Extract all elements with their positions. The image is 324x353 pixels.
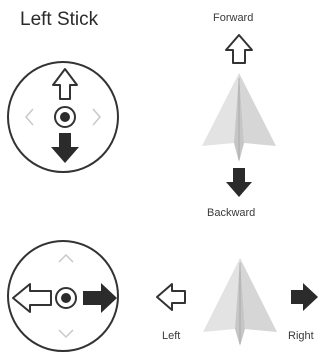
- label-left: Left: [162, 330, 180, 342]
- stick-left-right: [8, 241, 118, 351]
- stick-center-icon: [56, 288, 76, 308]
- forward-arrow-icon: [226, 35, 252, 63]
- paper-plane-icon: [202, 73, 276, 162]
- stick-center-icon: [55, 107, 75, 127]
- paper-plane-icon: [203, 258, 277, 346]
- label-forward: Forward: [213, 12, 253, 24]
- label-backward: Backward: [207, 207, 255, 219]
- right-arrow-icon: [291, 283, 318, 311]
- left-arrow-icon: [157, 284, 185, 310]
- stick-forward-backward: [8, 62, 118, 172]
- backward-arrow-icon: [226, 168, 252, 197]
- label-right: Right: [288, 330, 314, 342]
